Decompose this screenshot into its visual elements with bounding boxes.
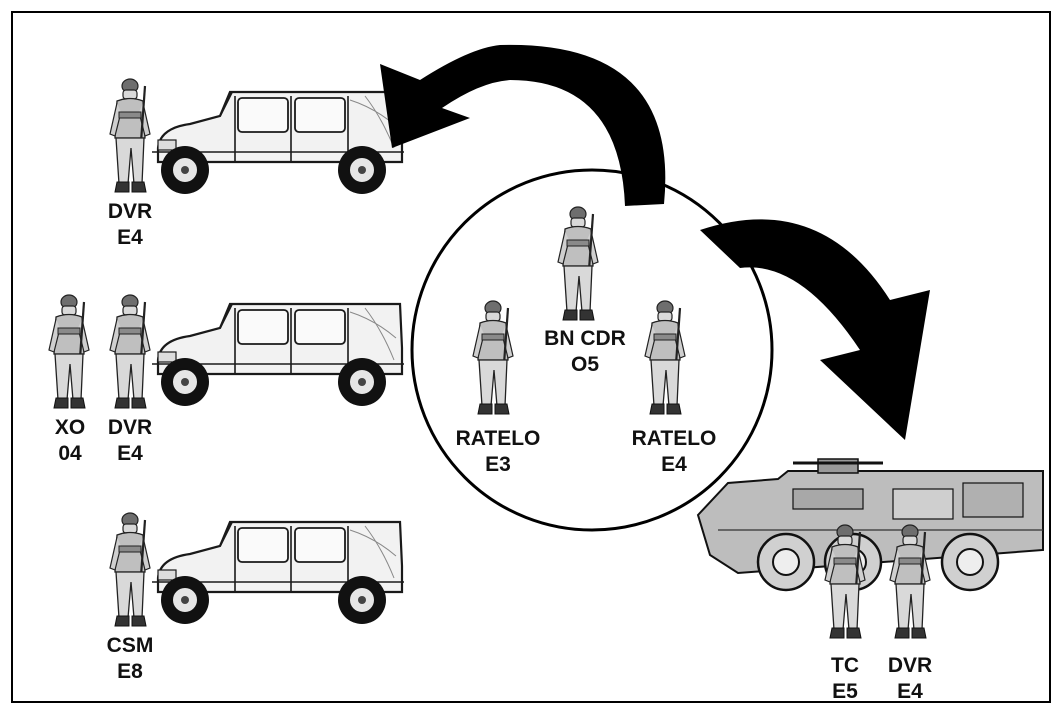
ratelo-right-role: RATELO	[631, 427, 717, 450]
dvr-top-role: DVR	[107, 200, 153, 223]
dvr-stryker-rank: E4	[897, 680, 923, 703]
curved-arrow-icon	[700, 219, 930, 440]
diagram-border	[11, 11, 1051, 703]
soldier-icon	[108, 77, 152, 194]
dvr-mid-role: DVR	[107, 416, 153, 439]
dvr-top-rank: E4	[117, 226, 143, 249]
ratelo-right-rank: E4	[661, 453, 687, 476]
csm-rank: E8	[117, 660, 143, 683]
soldier-icon	[108, 511, 152, 628]
dvr-stryker-role: DVR	[887, 654, 933, 677]
curved-arrow-icon	[380, 44, 666, 206]
csm-role: CSM	[106, 634, 154, 657]
bn-cdr-rank: O5	[570, 353, 599, 376]
tc-rank: E5	[832, 680, 858, 703]
humvee-icon	[150, 302, 406, 408]
ratelo-left-role: RATELO	[455, 427, 541, 450]
xo-role: XO	[54, 416, 86, 439]
bn-cdr-role: BN CDR	[544, 327, 626, 350]
dvr-mid-rank: E4	[117, 442, 143, 465]
command-group-circle	[410, 168, 774, 532]
xo-rank: 04	[58, 442, 82, 465]
humvee-icon	[150, 520, 406, 626]
ratelo-left-rank: E3	[485, 453, 511, 476]
stryker-icon	[696, 458, 1044, 592]
humvee-icon	[150, 90, 406, 196]
soldier-icon	[47, 293, 91, 410]
tc-role: TC	[831, 654, 859, 677]
soldier-icon	[108, 293, 152, 410]
